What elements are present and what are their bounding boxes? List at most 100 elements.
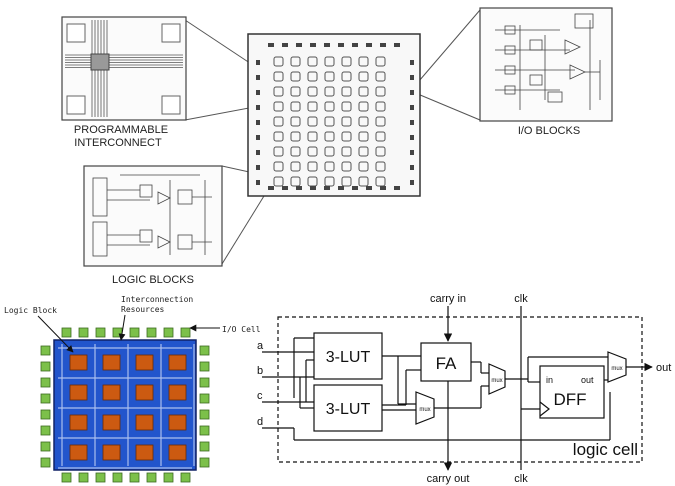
die-logic-block (324, 146, 335, 157)
die-io-pad (394, 186, 400, 190)
die-logic-block (307, 101, 318, 112)
mux-2-shape (415, 391, 435, 425)
die-logic-block (290, 71, 301, 82)
dff-in-label: in (546, 375, 553, 385)
logic-block (102, 354, 121, 371)
die-logic-block (290, 101, 301, 112)
die-logic-block (375, 161, 386, 172)
interconnect-caption-line1: PROGRAMMABLE (74, 124, 168, 136)
io-cell (40, 409, 51, 420)
die-logic-block (341, 131, 352, 142)
logic-blocks-caption: LOGIC BLOCKS (112, 274, 194, 286)
die-logic-block (273, 161, 284, 172)
carry-out-label: carry out (427, 473, 470, 485)
mux-1-label: mux (491, 378, 502, 384)
io-cell (199, 393, 210, 404)
die-logic-block (290, 56, 301, 67)
die-logic-block (358, 131, 369, 142)
die-logic-block (290, 146, 301, 157)
die-logic-block (273, 131, 284, 142)
io-cell (199, 345, 210, 356)
die-logic-block (307, 86, 318, 97)
logic-block (102, 414, 121, 431)
die-io-pad (256, 60, 260, 65)
io-cell (40, 345, 51, 356)
io-cell (199, 409, 210, 420)
die-logic-block (341, 176, 352, 187)
die-io-pad (352, 43, 358, 47)
logic-block (102, 384, 121, 401)
die-io-pad (324, 43, 330, 47)
logic-block (69, 354, 88, 371)
clock-triangle (539, 401, 550, 417)
die-logic-block (290, 116, 301, 127)
die-logic-block (375, 101, 386, 112)
die-logic-block (358, 176, 369, 187)
io-cell (199, 361, 210, 372)
die-logic-block (290, 86, 301, 97)
io-cell (199, 441, 210, 452)
die-io-pad (256, 180, 260, 185)
die-logic-block (307, 161, 318, 172)
die-logic-block (324, 71, 335, 82)
die-logic-block (375, 56, 386, 67)
input-d-label: d (257, 416, 263, 428)
die-logic-block (341, 71, 352, 82)
logic-block-pointer (37, 315, 74, 353)
die-logic-block (375, 86, 386, 97)
die-io-pad (366, 43, 372, 47)
die-io-pad (256, 165, 260, 170)
die-logic-block (341, 116, 352, 127)
logic-cell-caption: logic cell (573, 440, 638, 459)
io-blocks-caption: I/O BLOCKS (518, 125, 580, 137)
io-cell (40, 425, 51, 436)
die-logic-block (307, 131, 318, 142)
interconnect-callout-line2: Resources (121, 305, 165, 314)
die-io-pad (310, 43, 316, 47)
io-cell (95, 472, 106, 483)
top-fpga-overview: PROGRAMMABLE INTERCONNECT (61, 7, 613, 286)
io-cell (163, 472, 174, 483)
die-logic-block (273, 71, 284, 82)
die-logic-block (341, 146, 352, 157)
die-logic-block (375, 71, 386, 82)
io-cell (199, 377, 210, 388)
die-io-pad (410, 90, 414, 95)
lut-1-label: 3-LUT (326, 349, 371, 366)
dff-label: DFF (553, 390, 586, 409)
clk-top-label: clk (514, 293, 528, 305)
die-io-pad (256, 90, 260, 95)
die-io-pad (410, 165, 414, 170)
die-io-pad (380, 43, 386, 47)
die-io-pad (394, 43, 400, 47)
die-io-pad (366, 186, 372, 190)
die-logic-block (290, 161, 301, 172)
full-adder-label: FA (436, 354, 457, 373)
die-io-pad (256, 135, 260, 140)
io-blocks-inset (479, 7, 613, 122)
logic-cell-labels: carry in carry out clk clk a b c d 3-LUT… (257, 293, 671, 485)
logic-cell-figure (262, 306, 653, 471)
logic-blocks-inset (83, 165, 223, 267)
die-logic-block (341, 56, 352, 67)
io-cell (40, 361, 51, 372)
die-logic-block (307, 146, 318, 157)
io-cell (78, 327, 89, 338)
die-logic-block (273, 146, 284, 157)
die-io-pad (338, 186, 344, 190)
carry-in-label: carry in (430, 293, 466, 305)
die-logic-block (358, 71, 369, 82)
input-c-label: c (257, 390, 263, 402)
die-logic-block (307, 71, 318, 82)
die-logic-block (358, 101, 369, 112)
die-io-pad (268, 43, 274, 47)
io-cell (199, 457, 210, 468)
die-logic-block (375, 116, 386, 127)
die-logic-block (324, 116, 335, 127)
output-label: out (656, 362, 671, 374)
io-cell (163, 327, 174, 338)
io-cell (61, 327, 72, 338)
die-io-pad (310, 186, 316, 190)
die-logic-block (307, 116, 318, 127)
